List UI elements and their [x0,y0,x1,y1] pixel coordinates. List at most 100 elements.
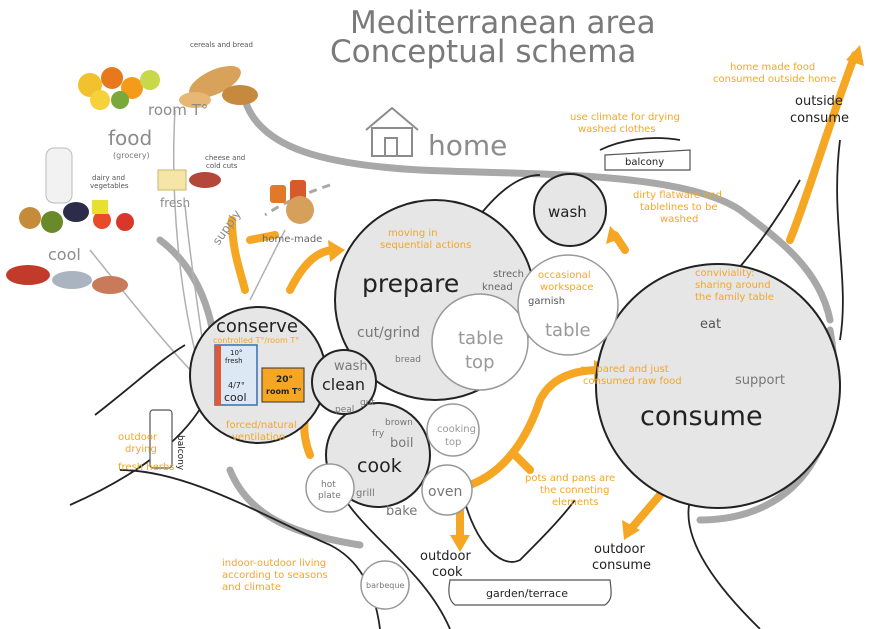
occasional-2: workspace [540,282,594,293]
title-line1: Mediterranean area [350,5,656,41]
cheese-label-2: cold cuts [206,162,238,170]
indoor-1: indoor-outdoor living [222,558,326,569]
room-t-label: room T° [148,101,208,119]
balcony-top-tag [604,149,691,171]
fry-label: fry [372,429,385,439]
title-line2: Conceptual schema [330,34,636,70]
table-top-label-1: table [458,328,504,349]
brown-label: brown [385,418,413,428]
outdoor-drying-2: drying [125,444,157,455]
knead-label: knead [482,282,513,293]
dirty-3: washed [660,214,698,225]
hot-plate-label-1: hot [321,480,336,490]
conviviality-3: the family table [695,292,774,303]
table-label: table [545,320,591,341]
homemade-image [270,180,314,224]
arrowhead-wash [606,226,622,244]
pots-2: the conneting [540,485,609,496]
bread-image [179,65,258,108]
fridge-box [214,344,258,406]
balcony-side-label: balcony [175,435,185,471]
food-line-3 [89,249,201,381]
barbeque-label: barbeque [366,581,404,590]
oven-label: oven [428,484,462,500]
home-made-label: home-made [262,234,322,245]
gut-label: gut [360,398,375,408]
indoor-2: according to seasons [222,570,328,581]
garden-terrace-label: garden/terrace [486,587,568,600]
cooking-top-label-2: top [445,437,461,448]
balcony-top-label: balcony [625,157,664,168]
house-icon [365,106,419,157]
eat-label: eat [700,317,721,332]
arrow-cook-branch [511,451,534,474]
pots-1: pots and pans are [525,473,615,484]
food-label: food [108,126,152,150]
clean-label: clean [322,375,365,394]
table-circle [517,254,619,356]
arrow-cook-to-consume [466,366,604,489]
outdoor-cook-label-2: cook [432,565,463,580]
cereals-label: cereals and bread [190,41,253,49]
cheese-image [157,169,221,191]
fridge-gradient-bar [215,345,221,405]
grocery-label: (grocery) [113,151,150,160]
right-curve-3 [836,139,844,341]
wash-small-label: wash [334,359,368,374]
home-label: home [428,129,507,162]
support-label: support [735,373,785,388]
room-box-label-1: 20° [276,375,293,385]
dirty-2: tablelines to be [640,202,717,213]
wash-label: wash [548,203,587,221]
outside-consume-1: outside [795,94,843,109]
arrow-supply-branch-2 [246,231,279,244]
arrow-supply-branch [228,216,249,294]
cooking-top-label-1: cooking [437,424,476,435]
homemade-line [249,229,286,301]
use-climate-1: use climate for drying [570,112,680,123]
hot-plate-label-2: plate [318,491,341,501]
cheese-label-1: cheese and [205,154,245,162]
conserve-sub-label: controlled T°/room T° [213,336,299,345]
indoor-3: and climate [222,582,281,593]
prepared-1: prepared and just [580,364,669,375]
dirty-1: dirty flatware and [633,190,722,201]
outdoor-cook-label-1: outdoor [420,549,471,564]
moving-1: moving in [388,228,438,239]
garnish-label: garnish [528,296,565,307]
barbeque-circle [360,560,410,610]
outdoor-consume-label-1: outdoor [594,542,645,557]
prepare-label: prepare [362,269,459,298]
forced-1: forced/natural [226,420,297,431]
cut-grind-label: cut/grind [357,325,420,341]
strech-label: strech [493,269,524,280]
oven-circle [421,464,473,516]
grill-label: grill [356,488,375,499]
fresh-label: fresh [160,196,190,210]
arrowhead-outdoor-consume [622,520,640,540]
conviviality-2: sharing around [695,280,771,291]
conviviality-1: conviviality: [695,268,755,279]
fridge-4-7-label: 4/7° [228,381,245,390]
wash-circle [533,173,607,247]
bake-label: bake [386,504,417,519]
moving-2: sequential actions [380,240,471,251]
right-curve-1 [687,499,761,629]
home-food-2: consumed outside home [713,74,836,85]
hot-plate-circle [305,463,355,513]
arrowhead-prepare [328,240,345,262]
outdoor-drying-1: outdoor [118,432,158,443]
use-climate-2: washed clothes [578,124,656,135]
outside-consume-2: consume [790,111,849,126]
fridge-fresh-label: fresh [225,357,243,365]
room-box-label-2: room T° [266,387,302,396]
arrowhead-outside [846,45,864,66]
dairy-label-1: dairy and [92,174,125,182]
fridge-cool-label: cool [224,391,247,404]
prepared-2: consumed raw food [583,376,682,387]
consume-circle [595,263,841,509]
conserve-label: conserve [216,316,298,337]
mid-curve-2 [459,479,576,563]
